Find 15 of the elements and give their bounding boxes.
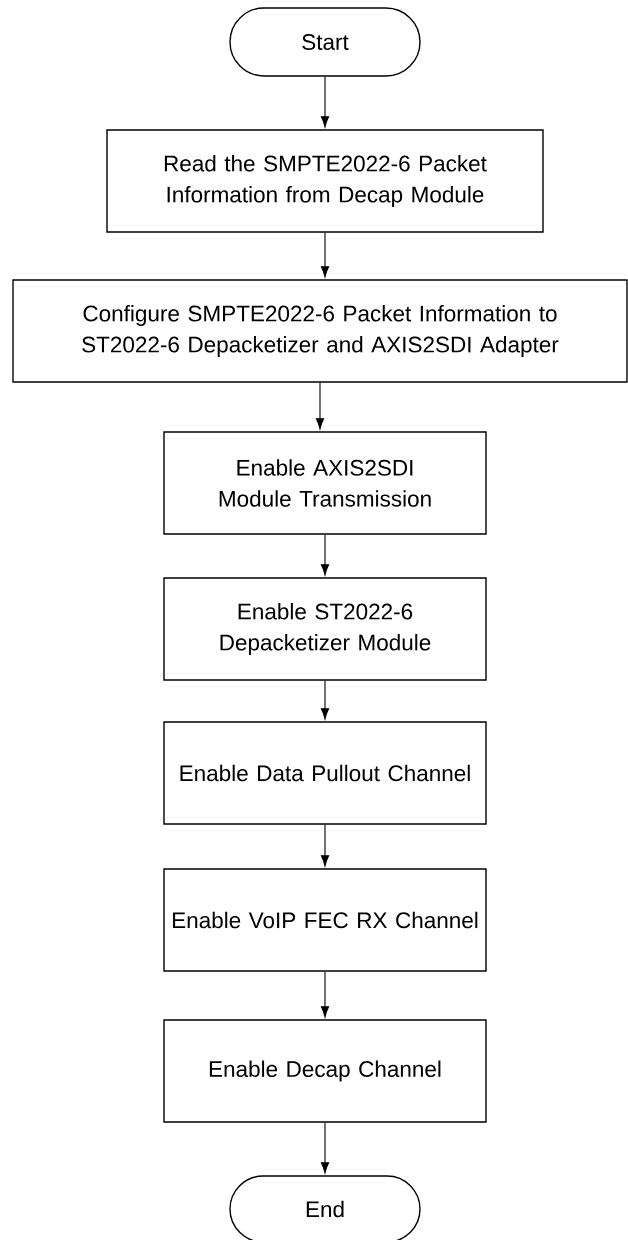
arrow (320, 971, 330, 1018)
arrow (320, 1122, 330, 1174)
process-box: Configure SMPTE2022-6 Packet Information to ST2022-6 Depacketizer and AXIS2SDI Adapter (12, 279, 628, 383)
arrow (320, 76, 330, 128)
arrow (320, 824, 330, 867)
process-box: Enable Data Pullout Channel (163, 721, 487, 825)
process-box: Enable Decap Channel (163, 1019, 487, 1123)
arrow (315, 382, 325, 430)
process-box: Enable AXIS2SDI Module Transmission (163, 431, 487, 535)
process-box: Enable ST2022-6 Depacketizer Module (163, 577, 487, 681)
process-box: Read the SMPTE2022-6 Packet Information from Decap Module (106, 129, 544, 233)
arrow (320, 680, 330, 720)
arrow (320, 232, 330, 278)
arrow (320, 534, 330, 576)
process-box: Enable VoIP FEC RX Channel (163, 868, 487, 972)
